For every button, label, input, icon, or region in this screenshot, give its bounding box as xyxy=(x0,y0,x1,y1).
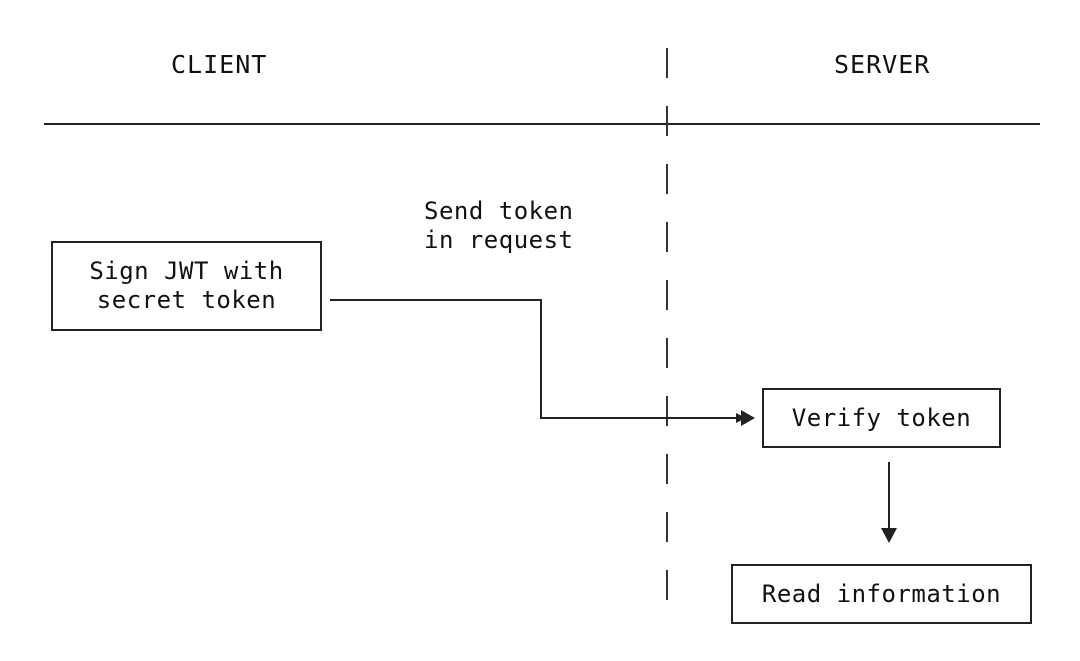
send-token-label: Send token in request xyxy=(424,197,574,254)
client-lane-title: CLIENT xyxy=(171,50,268,79)
server-lane-title: SERVER xyxy=(834,50,931,79)
send-token-arrowhead xyxy=(741,410,755,426)
read-information-label: Read information xyxy=(761,579,1002,608)
sign-jwt-label: Sign JWT with secret token xyxy=(89,257,284,314)
header-divider-line xyxy=(44,123,1040,125)
verify-token-label: Verify token xyxy=(791,403,972,432)
sign-jwt-box: Sign JWT with secret token xyxy=(51,241,322,331)
verify-to-read-arrowhead xyxy=(881,528,897,543)
send-token-arrow xyxy=(330,299,746,423)
verify-token-box: Verify token xyxy=(762,388,1001,448)
client-server-dashed-divider xyxy=(666,48,668,613)
read-information-box: Read information xyxy=(731,564,1032,624)
